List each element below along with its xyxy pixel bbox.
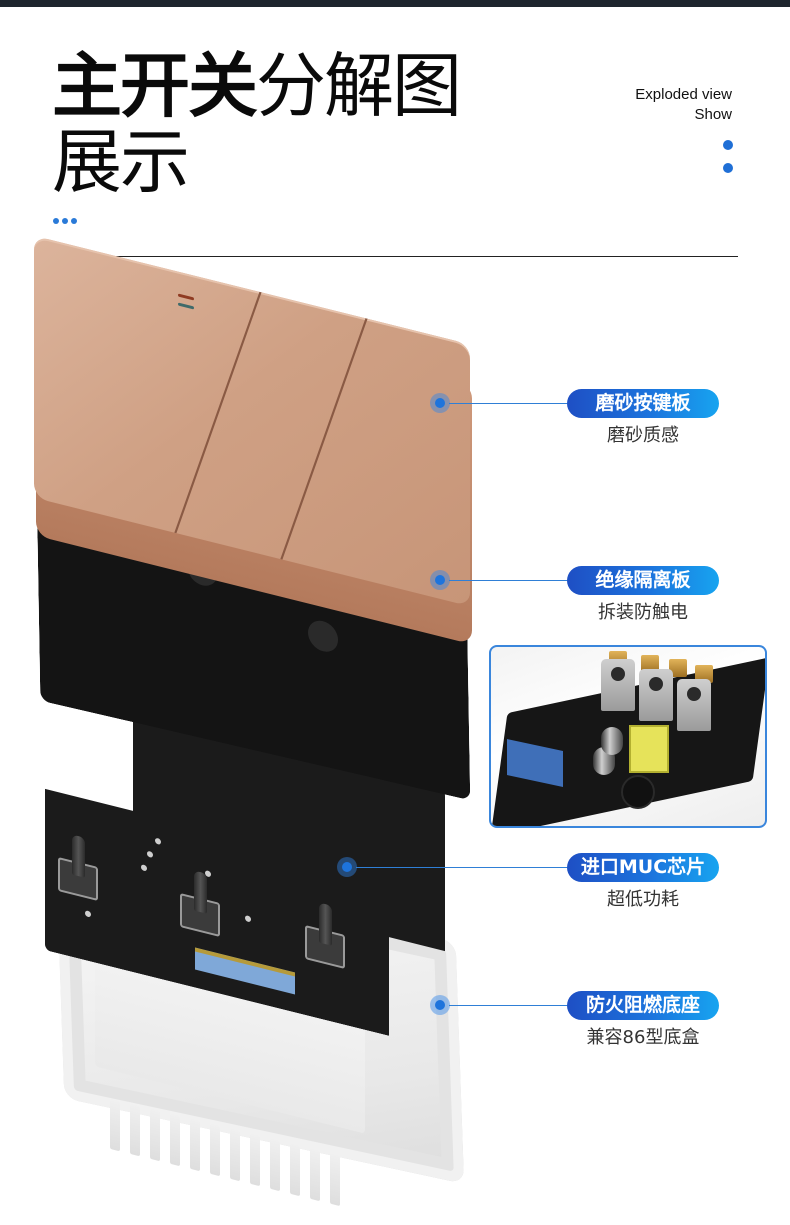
callout-sub-insulation: 拆装防触电: [598, 602, 688, 623]
callout-label-base: 防火阻燃底座: [567, 991, 719, 1020]
callout-sub-mcu: 超低功耗: [607, 889, 679, 910]
triac-heatsink: [677, 679, 711, 731]
page-title-line2: 展示: [52, 121, 190, 203]
pcb-hole: [141, 864, 147, 871]
fin: [110, 1098, 120, 1152]
subtitle-line2: Show: [694, 106, 732, 123]
callout-marker-icon: [337, 857, 357, 877]
subtitle: Exploded view Show: [635, 85, 732, 125]
pcb-hole: [147, 851, 153, 858]
fin: [330, 1153, 340, 1207]
transformer: [629, 725, 669, 773]
fin: [150, 1108, 160, 1162]
fin: [270, 1138, 280, 1192]
callout-sub-key-panel: 磨砂质感: [607, 425, 679, 446]
pcb-hole: [85, 910, 91, 917]
title-bold: 主开关: [52, 45, 258, 127]
terminal: [695, 665, 713, 683]
title-regular: 分解图: [256, 45, 462, 127]
fin: [290, 1143, 300, 1197]
pcb-hole: [155, 838, 161, 845]
callout-marker-icon: [430, 393, 450, 413]
callout-label-insulation: 绝缘隔离板: [567, 566, 719, 595]
callout-label-key-panel: 磨砂按键板: [567, 389, 719, 418]
indicator-led-red: [178, 293, 194, 301]
fin: [210, 1123, 220, 1177]
pcb-closeup-inset: [489, 645, 767, 828]
dot-icon: [723, 163, 733, 173]
fin: [130, 1103, 140, 1157]
key-separator: [167, 273, 268, 554]
title-ellipsis-icon: [53, 218, 77, 224]
key-separator: [273, 299, 374, 581]
subtitle-line1: Exploded view: [635, 86, 732, 103]
callout-marker-icon: [430, 570, 450, 590]
leader-line: [449, 403, 567, 404]
vertical-dots-icon: [723, 140, 733, 173]
header-divider: [51, 256, 738, 257]
callout-marker-icon: [430, 995, 450, 1015]
buzzer: [621, 775, 655, 809]
fin: [170, 1113, 180, 1167]
leader-line: [356, 867, 567, 868]
fin: [310, 1148, 320, 1202]
dot-icon: [723, 140, 733, 150]
dot-icon: [53, 218, 59, 224]
indicator-led-green: [178, 302, 194, 310]
leader-line: [449, 580, 567, 581]
dot-icon: [71, 218, 77, 224]
callout-label-mcu: 进口MUC芯片: [567, 853, 719, 882]
triac-heatsink: [639, 669, 673, 721]
page-title: 主开关分解图: [52, 45, 462, 127]
fin: [250, 1133, 260, 1187]
pcb-hole: [245, 915, 251, 922]
fin: [230, 1128, 240, 1182]
top-bar: [0, 0, 790, 7]
fin: [190, 1118, 200, 1172]
triac-heatsink: [601, 659, 635, 711]
terminal: [669, 659, 687, 677]
sheet-spot: [308, 618, 339, 655]
exploded-view-illustration: [0, 235, 500, 1220]
dot-icon: [62, 218, 68, 224]
terminal: [641, 655, 659, 673]
capacitor: [601, 727, 623, 755]
callout-sub-base: 兼容86型底盒: [586, 1027, 700, 1048]
leader-line: [449, 1005, 567, 1006]
